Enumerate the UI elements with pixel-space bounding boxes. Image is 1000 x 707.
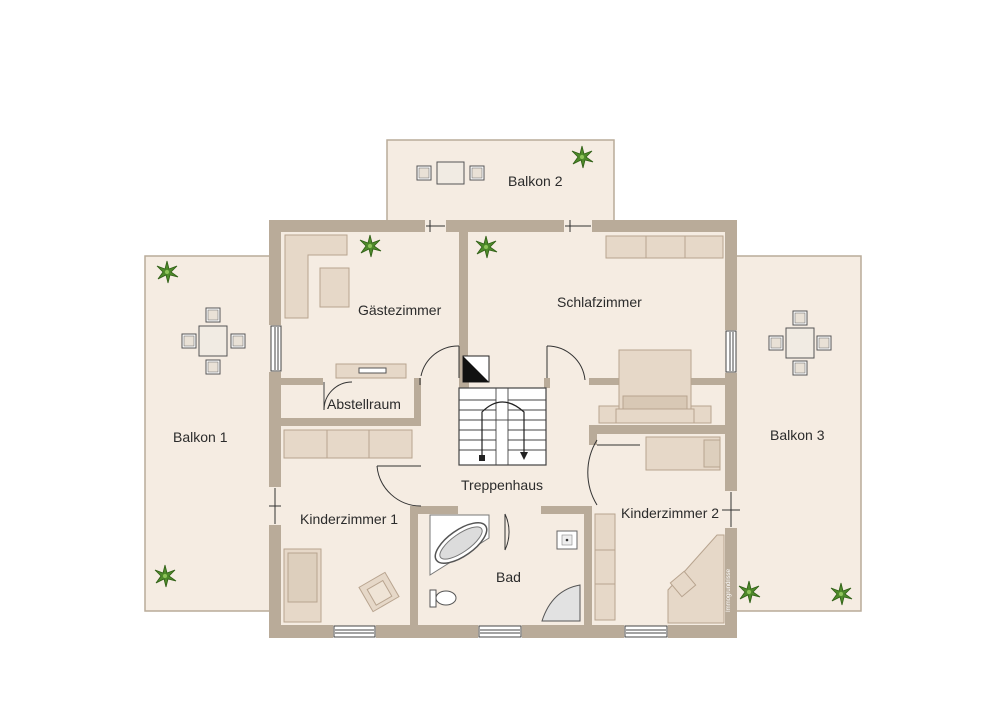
label-abstellraum: Abstellraum bbox=[327, 396, 401, 412]
wardrobe bbox=[594, 513, 616, 551]
tv bbox=[358, 367, 387, 374]
desk-chair bbox=[669, 570, 697, 598]
armchair bbox=[319, 267, 350, 308]
chair bbox=[792, 310, 808, 326]
wardrobe bbox=[283, 429, 328, 459]
wall bbox=[584, 506, 592, 636]
wall bbox=[589, 425, 725, 434]
table bbox=[198, 325, 228, 357]
chair bbox=[181, 333, 197, 349]
label-balkon-1: Balkon 1 bbox=[173, 429, 228, 445]
wardrobe bbox=[368, 429, 413, 459]
label-kinderzimmer-1: Kinderzimmer 1 bbox=[300, 511, 398, 527]
chair bbox=[205, 359, 221, 375]
doors bbox=[269, 220, 740, 551]
wardrobe bbox=[684, 235, 724, 259]
shower bbox=[541, 584, 581, 622]
bed-pillows bbox=[622, 395, 688, 410]
wall bbox=[376, 625, 478, 638]
wall bbox=[269, 220, 281, 325]
armchair bbox=[358, 571, 400, 613]
furniture bbox=[283, 234, 725, 624]
wall bbox=[725, 528, 737, 638]
wall bbox=[269, 372, 281, 487]
bed-blanket bbox=[287, 552, 318, 603]
chair bbox=[205, 307, 221, 323]
wall bbox=[459, 378, 469, 388]
credit-text: Immogrundrisse bbox=[726, 568, 732, 612]
chair bbox=[416, 165, 432, 181]
chair bbox=[768, 335, 784, 351]
chair bbox=[469, 165, 485, 181]
wall bbox=[725, 373, 737, 491]
wall bbox=[459, 232, 468, 385]
label-kinderzimmer-2: Kinderzimmer 2 bbox=[621, 505, 719, 521]
wall bbox=[541, 506, 584, 514]
label-balkon-2: Balkon 2 bbox=[508, 173, 563, 189]
chair bbox=[230, 333, 246, 349]
wardrobe bbox=[594, 583, 616, 621]
wall bbox=[269, 525, 281, 638]
bathroom-fixtures bbox=[429, 514, 581, 622]
label-schlafzimmer: Schlafzimmer bbox=[557, 294, 642, 310]
wall bbox=[269, 220, 425, 232]
wardrobe bbox=[326, 429, 370, 459]
wall bbox=[668, 625, 737, 638]
label-bad: Bad bbox=[496, 569, 521, 585]
wall bbox=[281, 378, 323, 385]
balkon-2-floor bbox=[386, 139, 615, 223]
wall bbox=[269, 625, 333, 638]
bathtub bbox=[434, 522, 488, 564]
wall bbox=[544, 378, 550, 388]
wall bbox=[446, 220, 564, 232]
label-treppenhaus: Treppenhaus bbox=[461, 477, 543, 493]
wall bbox=[589, 425, 597, 445]
wall bbox=[281, 418, 421, 426]
room-labels: Balkon 2 Gästezimmer Schlafzimmer Balkon… bbox=[173, 173, 825, 612]
corner-sofa bbox=[284, 234, 348, 319]
wall bbox=[418, 506, 458, 514]
walls bbox=[269, 220, 737, 638]
wall bbox=[592, 220, 737, 232]
bed-frame bbox=[615, 408, 695, 424]
wardrobe bbox=[594, 549, 616, 585]
staircase bbox=[458, 355, 547, 466]
table bbox=[785, 327, 815, 359]
table bbox=[436, 161, 465, 185]
chair bbox=[792, 360, 808, 376]
balcony-furniture bbox=[181, 161, 832, 376]
wall bbox=[725, 220, 737, 330]
windows bbox=[270, 325, 737, 638]
label-balkon-3: Balkon 3 bbox=[770, 427, 825, 443]
wall bbox=[410, 506, 418, 636]
label-gaestezimmer: Gästezimmer bbox=[358, 302, 442, 318]
wardrobe bbox=[645, 235, 686, 259]
window bbox=[725, 330, 737, 373]
window bbox=[624, 625, 668, 638]
bed-pillow bbox=[703, 439, 721, 468]
window bbox=[478, 625, 522, 638]
desk bbox=[667, 534, 725, 624]
window bbox=[270, 325, 282, 372]
wall bbox=[522, 625, 624, 638]
wall bbox=[414, 378, 421, 426]
wardrobe bbox=[605, 235, 647, 259]
chair bbox=[816, 335, 832, 351]
toilet bbox=[429, 589, 457, 608]
window bbox=[333, 625, 376, 638]
